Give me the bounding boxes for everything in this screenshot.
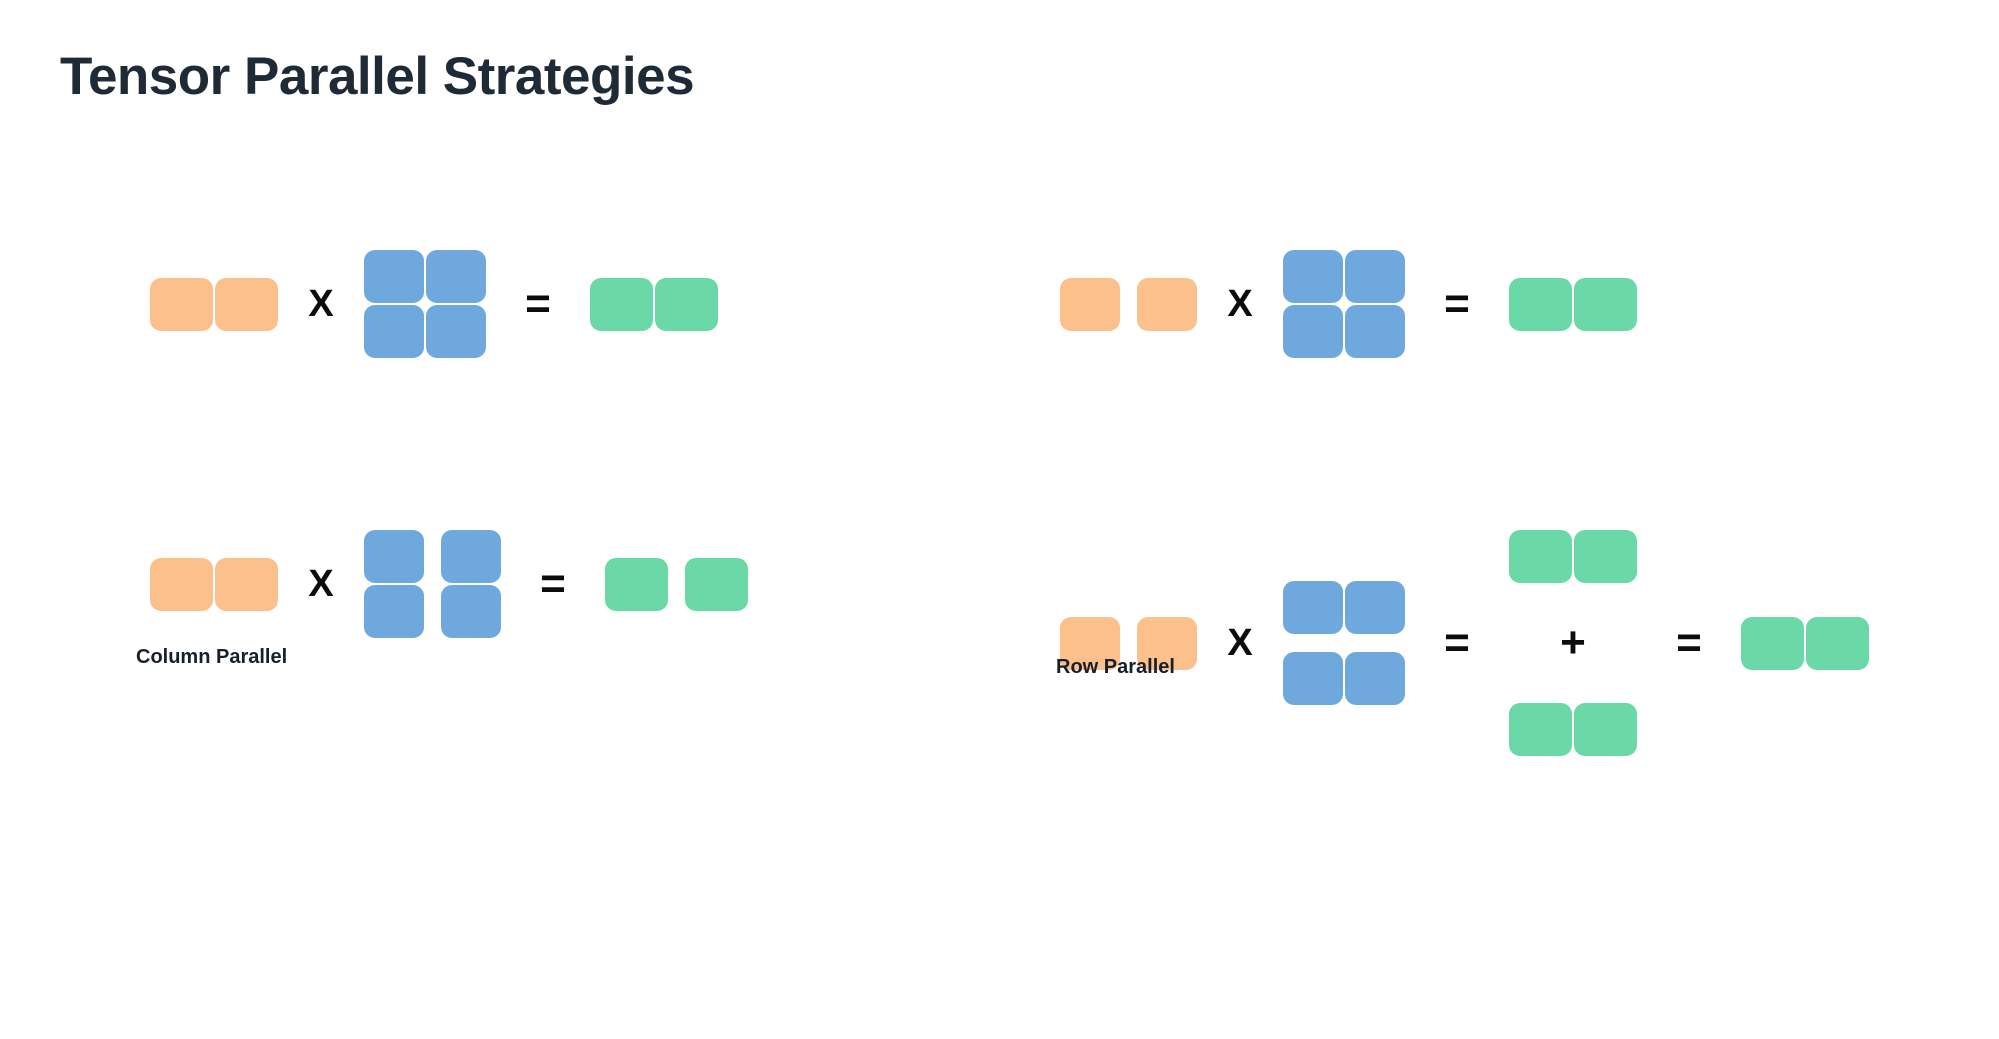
matrix-row: [1509, 530, 1637, 583]
matrix-row: [1060, 616, 1197, 670]
matrix-row: [364, 530, 501, 583]
equals-operator: =: [1676, 618, 1702, 667]
tensor-block-green: [1509, 277, 1572, 331]
tensor-block-green: [590, 277, 653, 331]
equation-column-parallel-sharded: X =: [150, 530, 748, 638]
weight-matrix: [364, 250, 486, 358]
tensor-block-orange: [150, 277, 213, 331]
partial-outputs-sum: +: [1509, 530, 1637, 756]
tensor-block-green: [685, 557, 748, 611]
tensor-block-green: [1741, 616, 1804, 670]
output-activations-column-sharded: [605, 557, 748, 611]
weight-matrix-row-sharded: [1283, 581, 1405, 705]
equation-row-parallel-sharded: X =: [1060, 530, 1869, 756]
matrix-row: [1283, 305, 1405, 358]
output-activations: [590, 277, 718, 331]
matrix-row: [1060, 277, 1197, 331]
tensor-block-green: [1509, 530, 1572, 583]
matrix-row: [364, 250, 486, 303]
tensor-block-blue: [1283, 652, 1343, 705]
tensor-block-green: [655, 277, 718, 331]
tensor-block-green: [1574, 703, 1637, 756]
tensor-block-blue: [426, 250, 486, 303]
tensor-block-blue: [441, 585, 501, 638]
tensor-block-blue: [364, 530, 424, 583]
matrix-row: [150, 277, 278, 331]
matrix-row: [1283, 250, 1405, 303]
multiply-operator: X: [1227, 622, 1253, 664]
tensor-block-blue: [364, 305, 424, 358]
matrix-row: [364, 585, 501, 638]
matrix-row: [364, 305, 486, 358]
tensor-block-blue: [1345, 305, 1405, 358]
weight-matrix: [1283, 250, 1405, 358]
tensor-block-green: [605, 557, 668, 611]
tensor-block-orange: [1137, 616, 1197, 670]
tensor-block-blue: [426, 305, 486, 358]
tensor-block-green: [1806, 616, 1869, 670]
strategy-label-row-parallel: Row Parallel: [1056, 656, 1175, 678]
input-activations: [150, 277, 278, 331]
tensor-block-orange: [1060, 616, 1120, 670]
tensor-block-blue: [1283, 581, 1343, 634]
matrix-row: [1283, 581, 1405, 634]
tensor-block-blue: [1345, 581, 1405, 634]
matrix-row: [590, 277, 718, 331]
strategy-panel-row-parallel: X =: [1056, 250, 1960, 900]
matrix-row: [150, 557, 278, 611]
tensor-block-blue: [364, 585, 424, 638]
output-activations: [1509, 277, 1637, 331]
equals-operator: =: [540, 559, 566, 608]
partial-output-shard-0: [1509, 530, 1637, 583]
partial-output-shard-1: [1509, 703, 1637, 756]
matrix-row: [1741, 616, 1869, 670]
tensor-block-blue: [364, 250, 424, 303]
multiply-operator: X: [308, 283, 334, 325]
tensor-block-green: [1509, 703, 1572, 756]
matrix-row: [1509, 277, 1637, 331]
tensor-block-blue: [441, 530, 501, 583]
strategy-panel-column-parallel: X =: [136, 250, 970, 900]
tensor-block-green: [1574, 530, 1637, 583]
equals-operator: =: [525, 279, 551, 328]
matrix-row: [605, 557, 748, 611]
tensor-block-orange: [150, 557, 213, 611]
equals-operator: =: [1444, 279, 1470, 328]
tensor-block-orange: [1060, 277, 1120, 331]
tensor-block-blue: [1345, 652, 1405, 705]
tensor-block-blue: [1345, 250, 1405, 303]
plus-operator: +: [1560, 618, 1586, 667]
page-title: Tensor Parallel Strategies: [60, 47, 695, 106]
multiply-operator: X: [308, 563, 334, 605]
equals-operator: =: [1444, 618, 1470, 667]
strategy-label-column-parallel: Column Parallel: [136, 646, 288, 668]
tensor-block-orange: [1137, 277, 1197, 331]
tensor-block-blue: [1283, 305, 1343, 358]
input-activations-row-sharded: [1060, 277, 1197, 331]
tensor-block-orange: [215, 557, 278, 611]
equation-column-parallel-unsharded: X =: [150, 250, 718, 358]
tensor-block-green: [1574, 277, 1637, 331]
equation-row-parallel-unsharded: X =: [1060, 250, 1637, 358]
tensor-block-blue: [1283, 250, 1343, 303]
input-activations-row-sharded: [1060, 616, 1197, 670]
matrix-row: [1509, 703, 1637, 756]
reduced-output-activations: [1741, 616, 1869, 670]
weight-matrix-column-sharded: [364, 530, 501, 638]
input-activations: [150, 557, 278, 611]
multiply-operator: X: [1227, 283, 1253, 325]
tensor-block-orange: [215, 277, 278, 331]
matrix-row: [1283, 652, 1405, 705]
